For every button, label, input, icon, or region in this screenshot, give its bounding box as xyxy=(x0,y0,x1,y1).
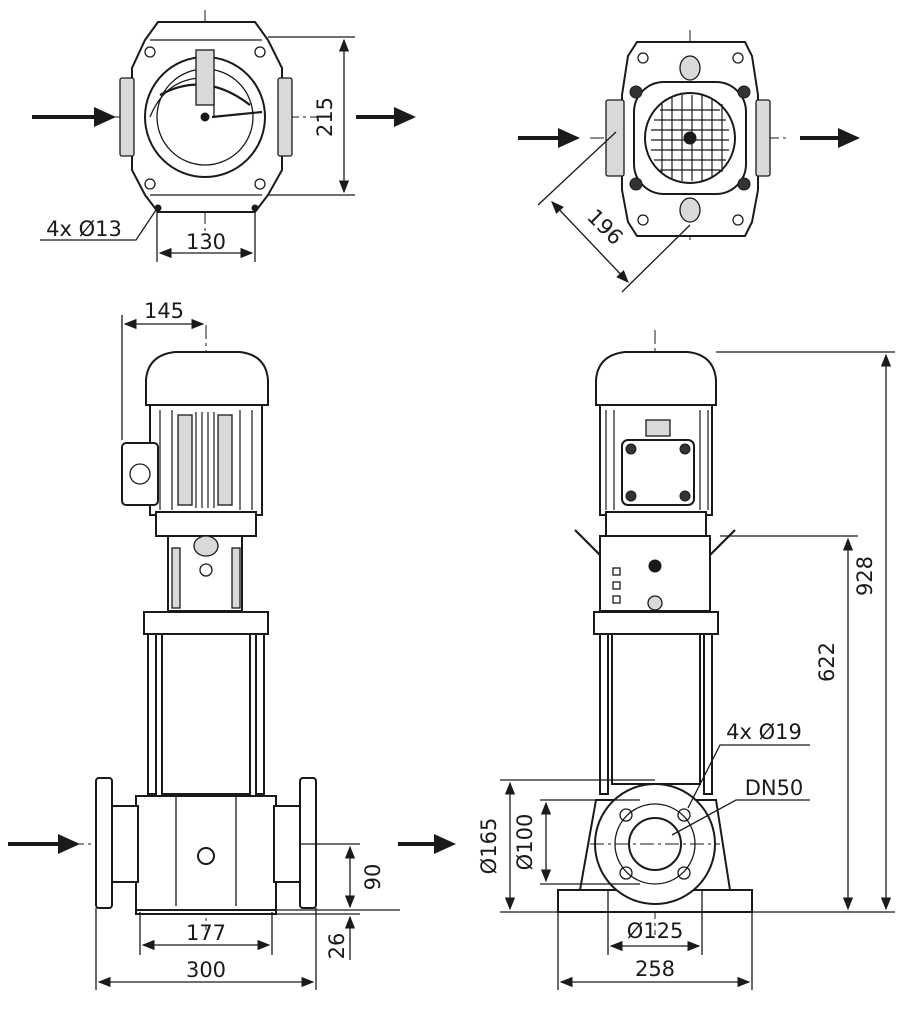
dim-145-label: 145 xyxy=(144,299,184,323)
dim-215-label: 215 xyxy=(313,97,337,137)
holes-13-label: 4x Ø13 xyxy=(46,217,122,241)
bottom-view-pump xyxy=(518,30,860,293)
dim-196-label: 196 xyxy=(582,204,627,249)
dim-258-label: 258 xyxy=(635,957,675,981)
top-view-pump xyxy=(32,10,416,262)
dim-622-label: 622 xyxy=(815,642,839,682)
dim-90-label: 90 xyxy=(361,864,385,891)
dim-165-label: Ø165 xyxy=(477,818,501,875)
dim-125-label: Ø125 xyxy=(627,919,684,943)
dim-100-label: Ø100 xyxy=(513,814,537,871)
side-view-pump xyxy=(8,315,456,990)
dim-177-label: 177 xyxy=(186,921,226,945)
dn50-label: DN50 xyxy=(745,776,804,800)
front-view-pump xyxy=(500,330,895,990)
holes-19-label: 4x Ø19 xyxy=(726,720,802,744)
dim-26-label: 26 xyxy=(325,933,349,960)
dim-130-label: 130 xyxy=(186,230,226,254)
dim-928-label: 928 xyxy=(853,556,877,596)
dim-300-label: 300 xyxy=(186,958,226,982)
